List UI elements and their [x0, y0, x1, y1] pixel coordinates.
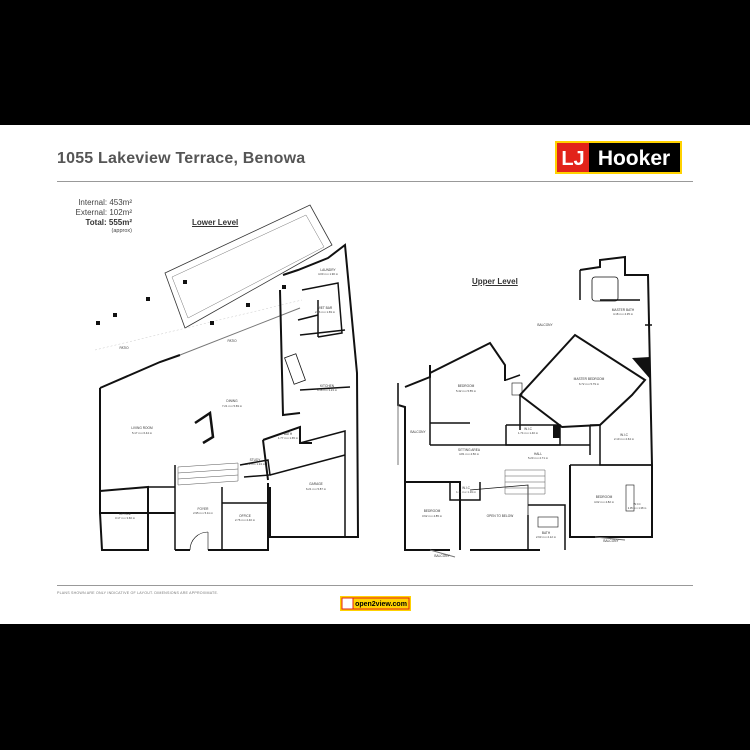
upper-level-plan [397, 255, 653, 558]
label-master-bath: MASTER BATH [612, 308, 635, 312]
label-upper-bath: BATH [542, 531, 551, 535]
label-balcony-bottom-right: BALCONY [603, 539, 619, 543]
internal-area: Internal: 453m² [78, 198, 132, 207]
label-foyer-dim: 2.95 m x 5.11 m [193, 511, 214, 515]
label-hall: HALL [534, 452, 542, 456]
label-study-dim: 1.79 m x 1.24 m [245, 462, 266, 466]
label-balcony-top: BALCONY [537, 323, 553, 327]
label-bedroom-3: BEDROOM [596, 495, 613, 499]
open2view-logo: open2view.com [340, 596, 411, 611]
label-wic-4: W.I.C [633, 502, 641, 506]
label-patio-left: PATIO [119, 346, 129, 350]
label-balcony-bottom-left: BALCONY [434, 554, 450, 558]
label-garage: GARAGE [309, 482, 323, 486]
lower-level-label: Lower Level [192, 218, 239, 227]
label-wet-bar: WET BAR [318, 306, 333, 310]
label-open-to-below: OPEN TO BELOW [487, 514, 514, 518]
label-sitting-area-dim: 4.81 m x 4.50 m [459, 452, 480, 456]
label-bedroom-1-dim: 5.42 m x 5.55 m [456, 389, 477, 393]
label-balcony-left: BALCONY [410, 430, 426, 434]
area-summary: Internal: 453m² External: 102m² Total: 5… [70, 198, 132, 235]
label-master-bedroom-dim: 6.72 m x 5.79 m [579, 382, 600, 386]
footer-divider [57, 585, 693, 586]
label-dining-dim: 7.21 m x 5.69 m [222, 404, 243, 408]
lower-level-plan [94, 204, 360, 551]
label-garage-dim: 6.21 m x 5.87 m [306, 487, 327, 491]
lj-hooker-logo: LJ Hooker [555, 141, 682, 174]
label-laundry: LAUNDRY [320, 268, 336, 272]
label-living: LIVING ROOM [131, 426, 153, 430]
label-office-1-dim: 3.17 m x 3.60 m [115, 516, 136, 520]
header-divider [57, 181, 693, 182]
label-sitting-area: SITTING AREA [458, 448, 481, 452]
label-bath: BATH [284, 432, 293, 436]
label-bedroom-2: BEDROOM [424, 509, 441, 513]
brochure-sheet: 1055 Lakeview Terrace, Benowa LJ Hooker … [0, 125, 750, 624]
label-kitchen-dim: 6.18 m x 3.23 m [317, 388, 338, 392]
label-bedroom-1: BEDROOM [458, 384, 475, 388]
total-area: Total: 555m² [85, 218, 132, 227]
label-laundry-dim: 4.00 m x 1.90 m [318, 272, 339, 276]
svg-text:LJ: LJ [561, 148, 584, 170]
label-patio-mid: PATIO [227, 339, 237, 343]
label-wic-1-dim: 1.74 m x 1.40 m [518, 431, 539, 435]
external-area: External: 102m² [75, 208, 132, 217]
open2view-wordmark: open2view.com [355, 601, 407, 608]
label-bath-dim: 1.77 m x 1.65 m [278, 436, 299, 440]
label-bedroom-2-dim: 3.62 m x 4.85 m [422, 514, 443, 518]
area-note: (approx) [111, 228, 132, 234]
label-office-1: OFFICE [119, 512, 131, 516]
label-hall-dim: 5.20 m x 2.71 m [528, 456, 549, 460]
label-wic-3-dim: 1.11 m x 1.19 m [456, 490, 477, 494]
room-labels: PATIO PATIO LAUNDRY 4.00 m x 1.90 m WET … [115, 268, 646, 558]
upper-level-label: Upper Level [472, 277, 518, 286]
label-living-dim: 5.17 m x 6.44 m [132, 431, 153, 435]
label-wic-2: W.I.C [620, 433, 628, 437]
label-wic-4-dim: 2.05 m x 1.38 m [628, 506, 647, 510]
label-study: STUDY [250, 458, 262, 462]
label-wic-3: W.I.C [462, 486, 470, 490]
svg-text:Hooker: Hooker [598, 147, 670, 170]
label-kitchen: KITCHEN [320, 384, 335, 388]
label-wic-2-dim: 2.10 m x 2.64 m [614, 437, 635, 441]
patio-post-markers [96, 280, 286, 325]
label-office-2: OFFICE [239, 514, 251, 518]
page-title: 1055 Lakeview Terrace, Benowa [57, 150, 306, 167]
disclaimer-text: PLANS SHOWN ARE ONLY INDICATIVE OF LAYOU… [57, 591, 219, 595]
label-master-bath-dim: 4.18 m x 4.35 m [613, 312, 634, 316]
label-dining: DINING [226, 399, 238, 403]
label-bedroom-3-dim: 4.02 m x 4.82 m [594, 500, 615, 504]
label-upper-bath-dim: 2.63 m x 2.12 m [536, 535, 557, 539]
label-wic-1: W.I.C [524, 427, 532, 431]
floor-plan-drawing: PATIO PATIO LAUNDRY 4.00 m x 1.90 m WET … [94, 204, 653, 558]
label-wet-bar-dim: 2.76 m x 1.69 m [315, 310, 336, 314]
label-office-2-dim: 2.76 m x 2.40 m [235, 518, 256, 522]
label-foyer: FOYER [198, 507, 210, 511]
label-master-bedroom: MASTER BEDROOM [574, 377, 605, 381]
